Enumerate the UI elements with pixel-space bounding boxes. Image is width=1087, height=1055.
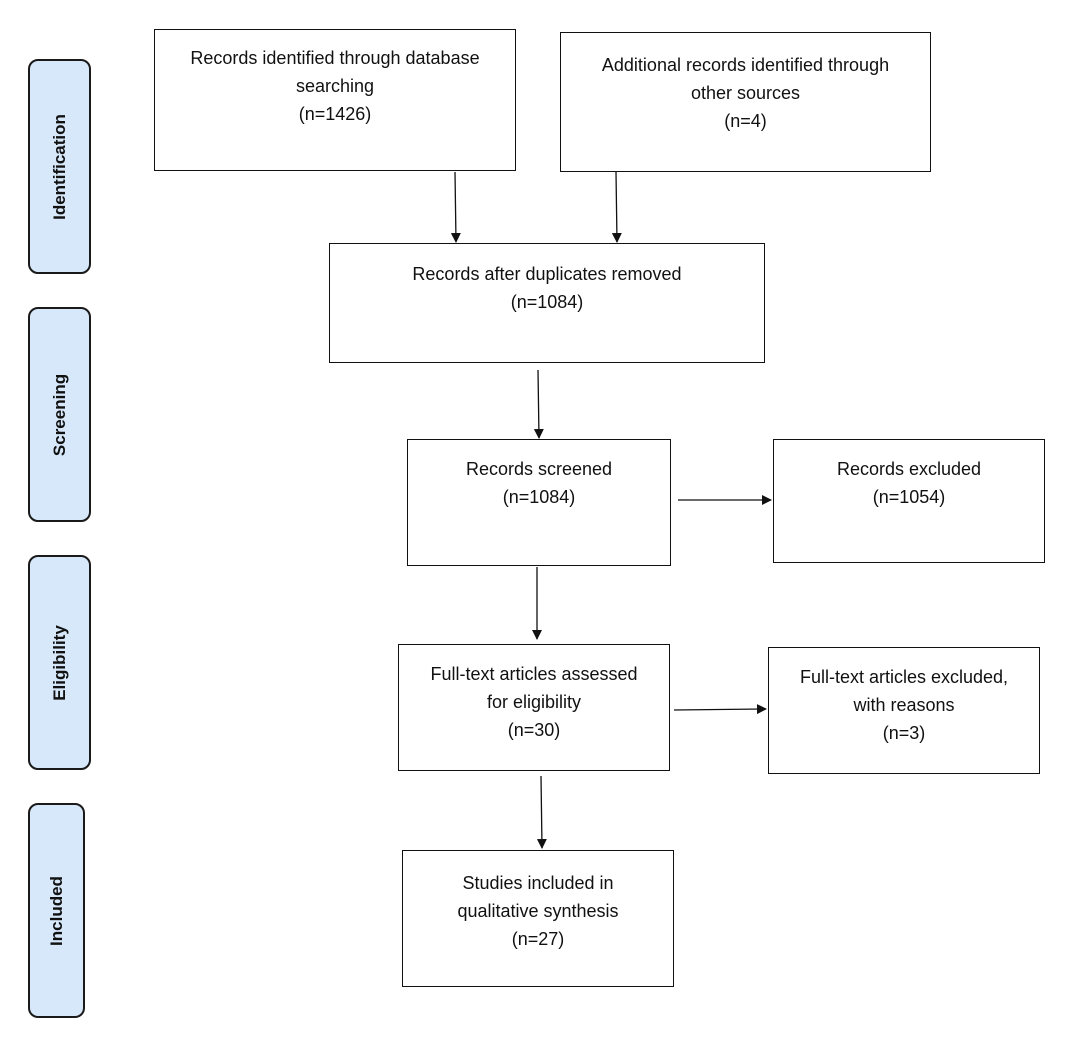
box-included-line1: Studies included in <box>462 873 614 893</box>
box-database-line1: Records identified through database <box>190 48 480 68</box>
box-other-line2: other sources <box>690 83 801 103</box>
box-records-excluded: Records excluded (n=1054) <box>773 439 1045 563</box>
box-excluded-count: (n=1054) <box>872 487 946 507</box>
box-screened-line1: Records screened <box>465 459 613 479</box>
arrow-duplicates-to-screened <box>533 369 544 439</box>
box-other-line1: Additional records identified through <box>601 55 890 75</box>
phase-identification: Identification <box>28 59 91 274</box>
box-included-line2: qualitative synthesis <box>457 901 619 921</box>
phase-eligibility: Eligibility <box>28 555 91 770</box>
phase-included: Included <box>28 803 85 1018</box>
box-included-count: (n=27) <box>511 929 565 949</box>
box-excluded-line1: Records excluded <box>836 459 982 479</box>
box-database-line2: searching <box>295 76 375 96</box>
box-studies-included: Studies included in qualitative synthesi… <box>402 850 674 987</box>
box-fulltext-excluded-count: (n=3) <box>882 723 926 743</box>
box-other-count: (n=4) <box>724 111 767 131</box>
box-database-search: Records identified through database sear… <box>154 29 516 171</box>
arrow-database-to-duplicates <box>450 171 461 243</box>
arrow-assessed-to-fulltext-excluded <box>673 704 767 715</box>
box-records-screened: Records screened (n=1084) <box>407 439 671 566</box>
box-other-sources: Additional records identified through ot… <box>560 32 931 172</box>
box-fulltext-excluded-line1: Full-text articles excluded, <box>799 667 1009 687</box>
box-fulltext-assessed: Full-text articles assessed for eligibil… <box>398 644 670 771</box>
box-assessed-count: (n=30) <box>507 720 561 740</box>
box-duplicates-count: (n=1084) <box>510 292 584 312</box>
box-fulltext-excluded-line2: with reasons <box>853 695 955 715</box>
box-duplicates-removed: Records after duplicates removed (n=1084… <box>329 243 765 363</box>
box-fulltext-excluded: Full-text articles excluded, with reason… <box>768 647 1040 774</box>
arrow-other-to-duplicates <box>611 171 622 243</box>
box-duplicates-line1: Records after duplicates removed <box>412 264 682 284</box>
phase-screening: Screening <box>28 307 91 522</box>
box-database-count: (n=1426) <box>298 104 372 124</box>
box-screened-count: (n=1084) <box>502 487 576 507</box>
box-assessed-line2: for eligibility <box>486 692 582 712</box>
arrow-assessed-to-included <box>536 775 547 849</box>
box-assessed-line1: Full-text articles assessed <box>430 664 638 684</box>
